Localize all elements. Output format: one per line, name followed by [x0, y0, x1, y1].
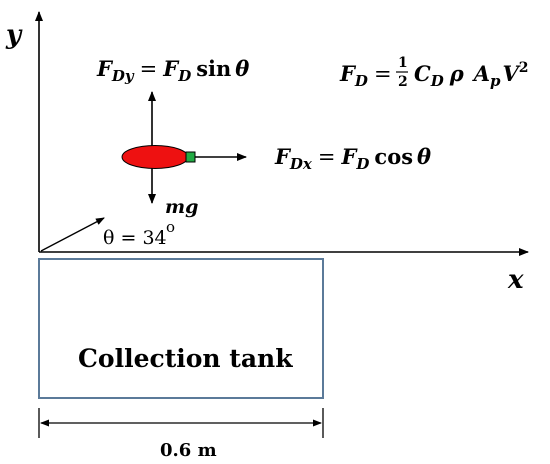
weight-label: mg — [165, 196, 198, 218]
y-axis-label: y — [5, 20, 23, 50]
droplet — [121, 145, 189, 169]
collection-tank — [38, 258, 324, 399]
launch-angle-arrow — [40, 217, 105, 252]
angle-label: θ = 34 — [103, 227, 167, 249]
nozzle — [185, 151, 196, 163]
svg-text:FD=: FD= — [339, 61, 392, 90]
tank-width-label: 0.6 m — [160, 440, 217, 461]
angle-degree-mark: o — [166, 218, 175, 236]
collection-tank-label: Collection tank — [78, 344, 293, 373]
x-axis-label: x — [507, 265, 524, 295]
fraction-numerator: 1 — [398, 55, 408, 71]
fraction-denominator: 2 — [398, 74, 408, 90]
